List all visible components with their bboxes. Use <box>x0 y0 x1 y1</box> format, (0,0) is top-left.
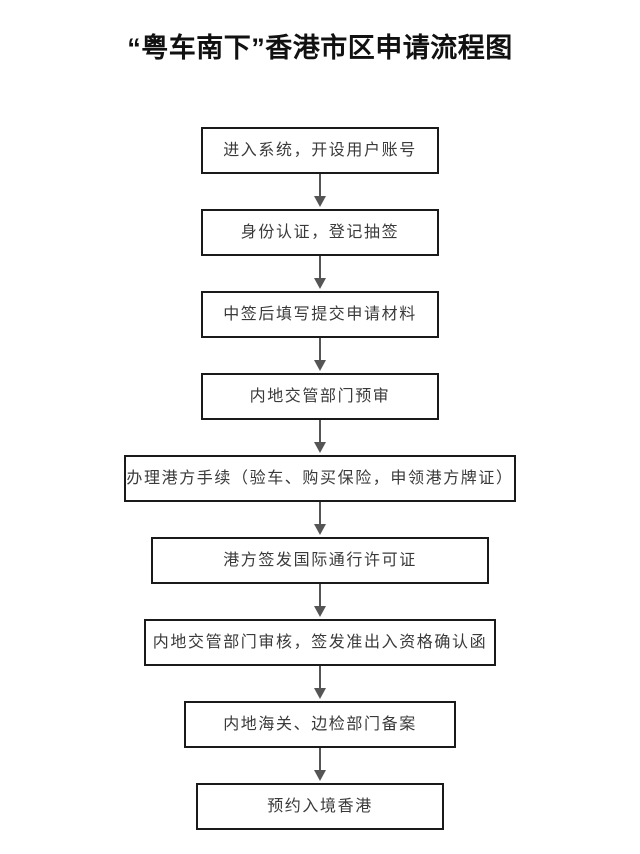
arrow-down-icon <box>314 688 326 699</box>
arrow-line <box>319 174 321 200</box>
flow-node-label: 港方签发国际通行许可证 <box>223 551 417 569</box>
flow-node-label: 内地交管部门审核，签发准出入资格确认函 <box>152 633 488 651</box>
flow-node-9: 预约入境香港 <box>196 783 444 830</box>
flow-arrow-3-to-4 <box>308 338 332 373</box>
flowchart-node-stack: 进入系统，开设用户账号 身份认证，登记抽签 中签后填写提交申请材料 内地交管部门… <box>0 127 640 830</box>
flow-node-6: 港方签发国际通行许可证 <box>151 537 489 584</box>
flow-node-4: 内地交管部门预审 <box>201 373 439 420</box>
arrow-line <box>319 256 321 282</box>
flow-node-label: 进入系统，开设用户账号 <box>223 141 417 159</box>
arrow-down-icon <box>314 442 326 453</box>
arrow-line <box>319 420 321 446</box>
flow-node-label: 内地海关、边检部门备案 <box>223 715 417 733</box>
flow-node-label: 预约入境香港 <box>267 797 373 815</box>
flow-node-5: 办理港方手续（验车、购买保险，申领港方牌证） <box>124 455 516 502</box>
arrow-line <box>319 666 321 692</box>
flow-node-8: 内地海关、边检部门备案 <box>184 701 456 748</box>
flow-node-2: 身份认证，登记抽签 <box>201 209 439 256</box>
arrow-line <box>319 584 321 610</box>
flow-arrow-6-to-7 <box>308 584 332 619</box>
flow-node-label: 内地交管部门预审 <box>249 387 391 405</box>
flow-arrow-2-to-3 <box>308 256 332 291</box>
arrow-down-icon <box>314 196 326 207</box>
flow-node-3: 中签后填写提交申请材料 <box>201 291 439 338</box>
flow-arrow-8-to-9 <box>308 748 332 783</box>
arrow-down-icon <box>314 606 326 617</box>
page-title: “粤车南下”香港市区申请流程图 <box>127 33 513 63</box>
flow-node-label: 中签后填写提交申请材料 <box>223 305 417 323</box>
flow-arrow-5-to-6 <box>308 502 332 537</box>
arrow-line <box>319 502 321 528</box>
arrow-line <box>319 748 321 774</box>
flow-arrow-4-to-5 <box>308 420 332 455</box>
arrow-down-icon <box>314 278 326 289</box>
arrow-down-icon <box>314 770 326 781</box>
flow-node-label: 办理港方手续（验车、购买保险，申领港方牌证） <box>126 469 514 487</box>
flow-node-1: 进入系统，开设用户账号 <box>201 127 439 174</box>
flow-node-7: 内地交管部门审核，签发准出入资格确认函 <box>144 619 496 666</box>
flow-node-label: 身份认证，登记抽签 <box>240 223 400 241</box>
flow-arrow-1-to-2 <box>308 174 332 209</box>
arrow-down-icon <box>314 524 326 535</box>
arrow-down-icon <box>314 360 326 371</box>
arrow-line <box>319 338 321 364</box>
flow-arrow-7-to-8 <box>308 666 332 701</box>
